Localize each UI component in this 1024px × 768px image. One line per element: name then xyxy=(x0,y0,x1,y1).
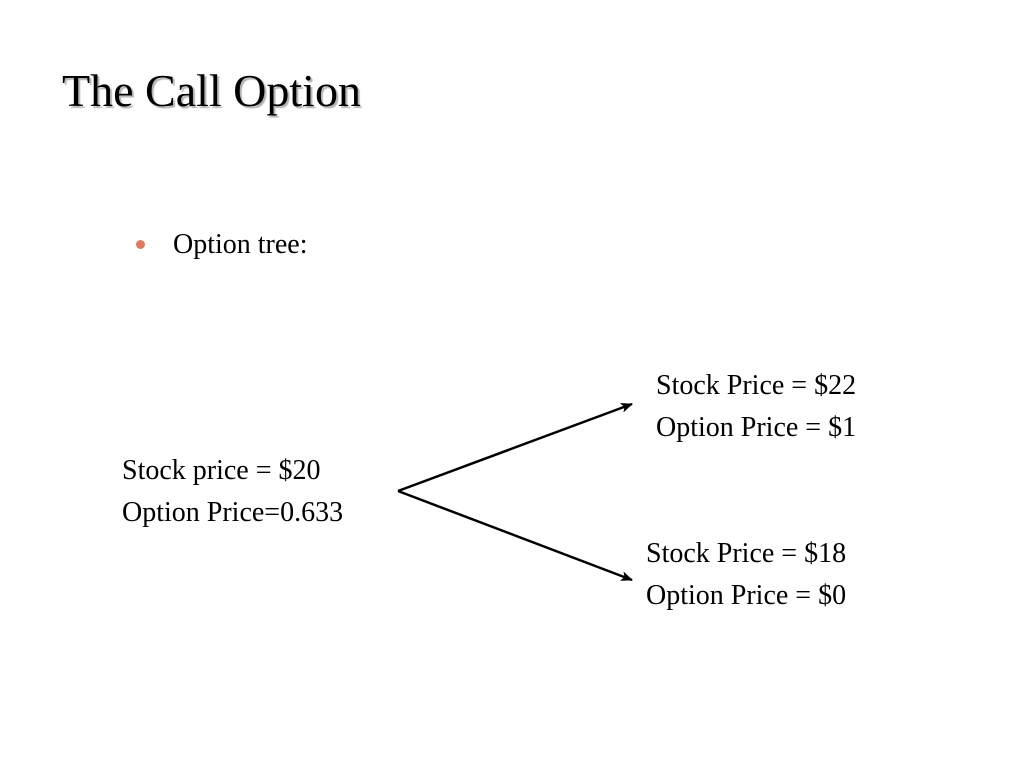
root-option-price: Option Price=0.633 xyxy=(122,497,344,528)
down-stock-price: Stock Price = $18 xyxy=(646,538,847,569)
slide-title: The Call Option xyxy=(62,65,361,116)
tree-node-root: Stock price = $20 Option Price=0.633 xyxy=(122,450,343,534)
tree-node-up: Stock Price = $22 Option Price = $1 xyxy=(656,365,856,449)
bullet-text: Option tree: xyxy=(173,229,308,260)
edge-root-to-up xyxy=(397,402,633,493)
bullet-dot-icon xyxy=(136,240,145,250)
edge-root-to-down xyxy=(397,489,633,582)
tree-node-down: Stock Price = $18 Option Price = $0 xyxy=(646,533,846,617)
bullet-item-option-tree: Option tree: xyxy=(136,228,308,262)
up-stock-price: Stock Price = $22 xyxy=(656,370,857,401)
root-stock-price: Stock price = $20 xyxy=(122,455,321,486)
up-option-price: Option Price = $1 xyxy=(656,412,857,443)
down-option-price: Option Price = $0 xyxy=(646,580,847,611)
